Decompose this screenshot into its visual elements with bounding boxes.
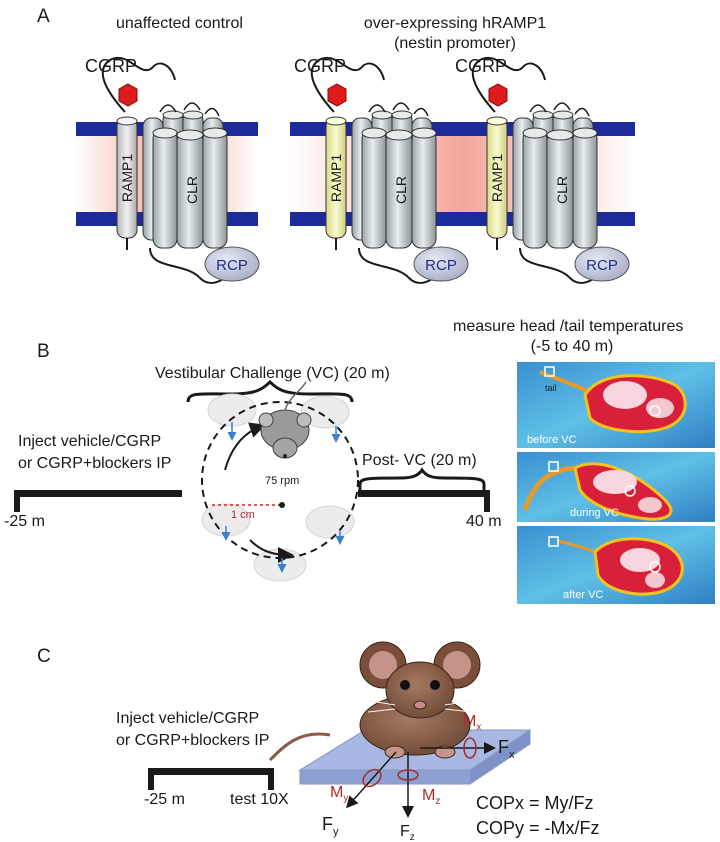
mx-symbol: M xyxy=(463,713,476,730)
fz-subscript: z xyxy=(410,832,415,842)
overexpress-title-line2: (nestin promoter) xyxy=(394,35,516,52)
my-symbol: M xyxy=(330,784,343,801)
my-subscript: y xyxy=(343,793,348,804)
rpm-label: 75 rpm xyxy=(265,475,299,487)
vc-title: Vestibular Challenge (VC) (20 m) xyxy=(155,365,390,382)
overexpress-title-line1: over-expressing hRAMP1 xyxy=(364,15,546,32)
clr-label-control: CLR xyxy=(184,176,200,204)
copy-equation: COPy = -Mx/Fz xyxy=(476,818,600,838)
control-title: unaffected control xyxy=(116,15,243,32)
timeline-b-left xyxy=(14,490,182,512)
fy-subscript: y xyxy=(333,826,339,838)
mx-label: Mx xyxy=(463,713,481,733)
copx-equation: COPx = My/Fz xyxy=(476,793,594,813)
thermal-image-during xyxy=(517,452,715,522)
timeline-c xyxy=(148,768,274,790)
receptor-complex-overexpress-2: RAMP1 CLR RCP xyxy=(471,56,630,284)
ramp-label-overexpress-2: RAMP1 xyxy=(489,154,505,202)
end-time-b: 40 m xyxy=(466,513,502,530)
measure-line1: measure head /tail temperatures xyxy=(453,318,683,335)
fz-symbol: F xyxy=(400,823,410,840)
receptor-complex-overexpress-1: RAMP1 CLR RCP xyxy=(310,56,469,284)
measure-line2: (-5 to 40 m) xyxy=(531,338,614,355)
clr-label-overexpress-1: CLR xyxy=(393,176,409,204)
panel-c-letter: C xyxy=(37,646,51,667)
mz-label: Mz xyxy=(422,787,440,807)
mouse-top-icon xyxy=(258,381,312,459)
mx-subscript: x xyxy=(476,722,481,733)
mz-symbol: M xyxy=(422,787,435,804)
cgrp-hexagon-icon xyxy=(118,83,138,107)
ramp-label-control: RAMP1 xyxy=(119,154,135,202)
cgrp-label-control: CGRP xyxy=(85,56,137,76)
start-time-b: -25 m xyxy=(4,513,45,530)
fx-subscript: x xyxy=(509,749,515,761)
clr-label-overexpress-2: CLR xyxy=(554,176,570,204)
rotation-diagram xyxy=(201,381,359,582)
thermal-label-after: after VC xyxy=(563,589,603,601)
rcp-label-overexpress-2: RCP xyxy=(586,257,618,274)
my-label: My xyxy=(330,784,348,804)
cgrp-label-overexpress-1: CGRP xyxy=(294,56,346,76)
thermal-label-before: before VC xyxy=(527,434,577,446)
receptor-complex-control: RAMP1 CLR RCP xyxy=(101,56,260,284)
fx-symbol: F xyxy=(498,737,509,757)
test-label: test 10X xyxy=(230,791,289,808)
post-vc-label: Post- VC (20 m) xyxy=(362,452,477,469)
rcp-label-overexpress-1: RCP xyxy=(425,257,457,274)
inject-b-line2: or CGRP+blockers IP xyxy=(18,455,171,472)
inject-c-line2: or CGRP+blockers IP xyxy=(116,732,269,749)
panel-b-letter: B xyxy=(37,341,50,362)
panel-a-letter: A xyxy=(37,6,50,27)
thermal-image-after xyxy=(517,526,715,604)
post-vc-brace xyxy=(358,467,486,496)
fy-label: Fy xyxy=(322,814,339,838)
thermal-image-before xyxy=(517,362,715,448)
ramp-label-overexpress-1: RAMP1 xyxy=(328,154,344,202)
vc-brace xyxy=(186,379,354,403)
timeline-b-right xyxy=(358,490,490,512)
cgrp-hexagon-icon xyxy=(488,83,508,107)
radius-label: 1 cm xyxy=(231,509,255,521)
rcp-label-control: RCP xyxy=(216,257,248,274)
inject-c-line1: Inject vehicle/CGRP xyxy=(116,710,259,727)
fy-symbol: F xyxy=(322,814,333,834)
cgrp-hexagon-icon xyxy=(327,83,347,107)
cgrp-label-overexpress-2: CGRP xyxy=(455,56,507,76)
inject-b-line1: Inject vehicle/CGRP xyxy=(18,433,161,450)
tail-label: tail xyxy=(545,383,557,393)
mz-subscript: z xyxy=(435,796,440,807)
mouse-front-icon xyxy=(268,641,481,762)
thermal-label-during: during VC xyxy=(570,507,619,519)
fx-label: Fx xyxy=(498,737,515,761)
force-vectors xyxy=(346,737,496,818)
start-time-c: -25 m xyxy=(144,791,185,808)
fz-label: Fz xyxy=(400,823,415,842)
